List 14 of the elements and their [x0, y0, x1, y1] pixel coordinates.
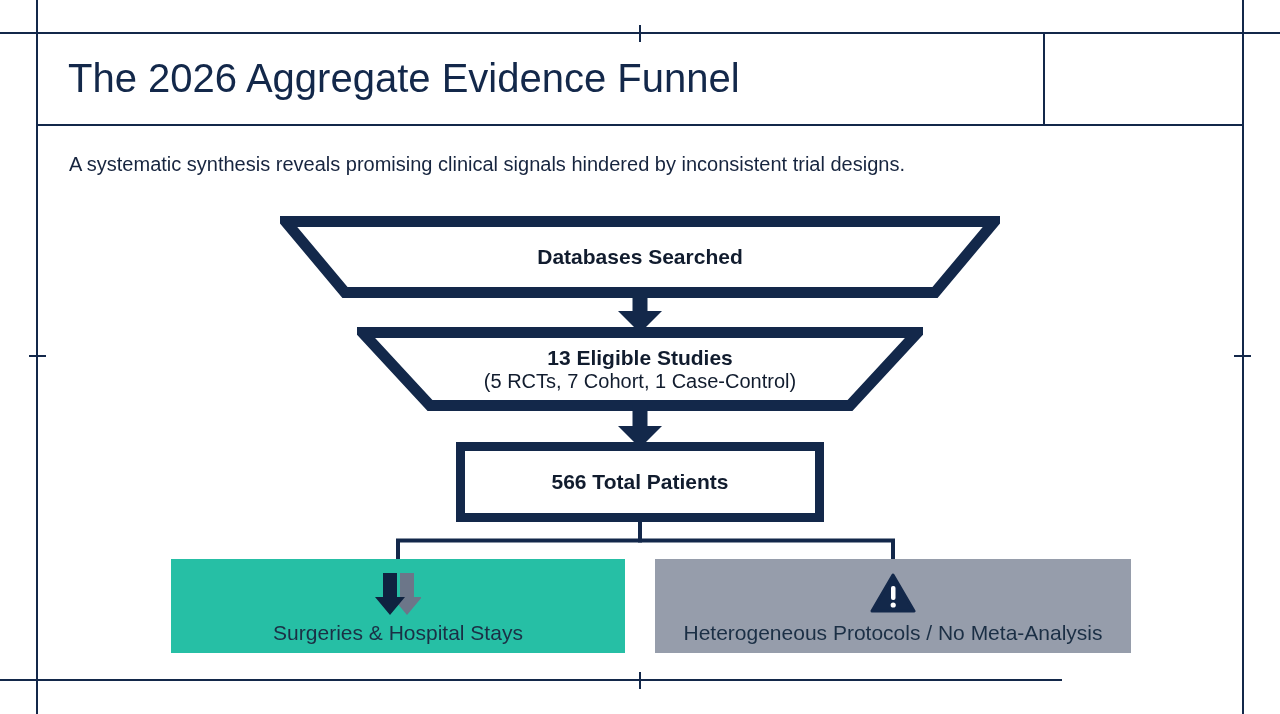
outcome-label: Heterogeneous Protocols / No Meta-Analysis: [683, 621, 1103, 645]
stage-label: Databases Searched: [537, 245, 743, 269]
outcome-box: [655, 559, 1131, 653]
outcome-box: [171, 559, 625, 653]
funnel-stage: [357, 327, 923, 411]
process-box: [456, 442, 824, 522]
outcome-label: Surgeries & Hospital Stays: [273, 621, 523, 645]
title: The 2026 Aggregate Evidence Funnel: [68, 56, 740, 101]
funnel-stage: [280, 216, 1000, 298]
stage-detail: (5 RCTs, 7 Cohort, 1 Case-Control): [483, 369, 797, 393]
stage-label: 566 Total Patients: [551, 470, 729, 494]
subtitle: A systematic synthesis reveals promising clinical signals hindered by inconsistent trial designs.: [69, 153, 905, 176]
stage-label: 13 Eligible Studies: [547, 345, 733, 370]
connector-line: [638, 522, 895, 559]
